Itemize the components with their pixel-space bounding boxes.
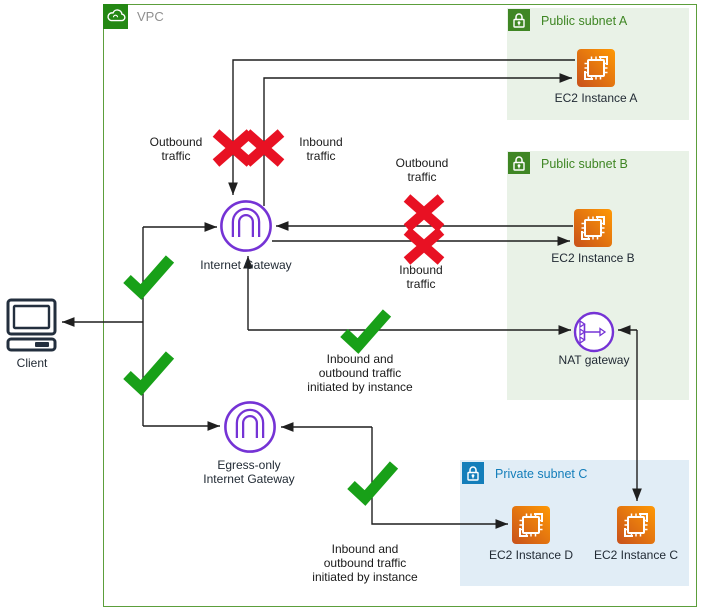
nat-gateway-label: NAT gateway bbox=[558, 353, 630, 367]
nat-flow-label: Inbound and outbound traffic initiated b… bbox=[307, 352, 413, 395]
ec2-instance-b-label: EC2 Instance B bbox=[551, 251, 635, 265]
ec2-instance-d-label: EC2 Instance D bbox=[488, 548, 574, 562]
ec2-instance-a-label: EC2 Instance A bbox=[554, 91, 638, 105]
ec2-instance-c-label: EC2 Instance C bbox=[593, 548, 679, 562]
public-subnet-b-box bbox=[507, 151, 689, 400]
internet-gateway-label: Internet Gateway bbox=[200, 258, 292, 272]
public-subnet-b-label: Public subnet B bbox=[541, 157, 628, 171]
internet-gateway-icon bbox=[219, 199, 273, 258]
client-computer-icon bbox=[5, 297, 59, 360]
check-icon-nat-flow bbox=[340, 309, 392, 354]
cross-icon-outbound-b bbox=[403, 194, 445, 232]
check-icon-client-igw bbox=[123, 255, 175, 300]
flow-eigw-to-ec2d bbox=[371, 427, 508, 529]
public-subnet-a-lock-icon bbox=[508, 9, 530, 36]
inbound-traffic-label-b: Inbound traffic bbox=[399, 263, 443, 292]
ec2-instance-c-icon bbox=[616, 505, 656, 550]
egress-only-internet-gateway-label: Egress-only Internet Gateway bbox=[203, 458, 295, 486]
cross-icon-outbound-a bbox=[212, 129, 254, 167]
check-icon-client-eigw bbox=[123, 351, 175, 396]
ec2-instance-a-icon bbox=[576, 48, 616, 93]
check-icon-eigw-flow bbox=[347, 461, 399, 506]
eigw-flow-label: Inbound and outbound traffic initiated b… bbox=[312, 542, 418, 585]
outbound-traffic-label-b: Outbound traffic bbox=[395, 156, 449, 185]
vpc-cloud-icon bbox=[103, 4, 128, 34]
cross-icon-inbound-a bbox=[243, 129, 285, 167]
nat-gateway-icon bbox=[573, 311, 615, 358]
ec2-instance-d-icon bbox=[511, 505, 551, 550]
public-subnet-b-lock-icon bbox=[508, 152, 530, 179]
egress-only-internet-gateway-icon bbox=[223, 400, 277, 459]
cross-icon-inbound-b bbox=[403, 227, 445, 265]
vpc-label: VPC bbox=[137, 9, 164, 24]
flow-inbound-a bbox=[263, 73, 572, 206]
inbound-traffic-label-a: Inbound traffic bbox=[299, 135, 343, 164]
ec2-instance-b-icon bbox=[573, 208, 613, 253]
private-subnet-c-lock-icon bbox=[462, 462, 484, 489]
public-subnet-a-label: Public subnet A bbox=[541, 14, 628, 28]
client-label: Client bbox=[16, 356, 48, 370]
vpc-container bbox=[103, 4, 697, 607]
outbound-traffic-label-a: Outbound traffic bbox=[149, 135, 203, 164]
private-subnet-c-label: Private subnet C bbox=[495, 467, 588, 481]
